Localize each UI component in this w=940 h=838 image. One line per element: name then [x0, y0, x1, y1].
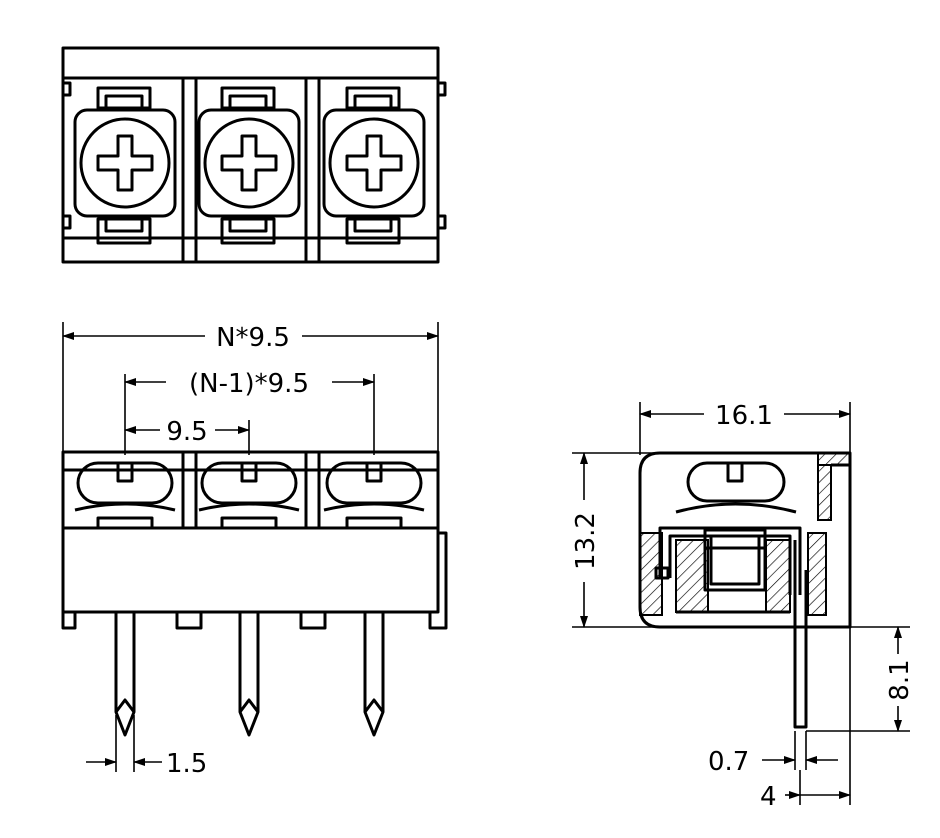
dim-total-width-label: N*9.5 [216, 323, 290, 353]
dim-span: (N-1)*9.5 [124, 369, 375, 455]
front-screw-2 [198, 461, 300, 530]
dim-pin-offset-label: 4 [760, 782, 777, 812]
dim-pin-length: 8.1 [806, 626, 915, 732]
front-screw-1 [74, 461, 176, 530]
dim-pitch-label: 9.5 [166, 417, 207, 447]
side-view: 16.1 13.2 8.1 0.7 [571, 401, 915, 812]
dim-total-width: N*9.5 [62, 322, 439, 452]
dim-pin-thickness: 0.7 [708, 731, 838, 777]
dim-pitch: 9.5 [124, 417, 250, 455]
top-screw-cell-2 [197, 86, 301, 245]
front-pin-2 [238, 612, 260, 737]
top-screw-cell-3 [322, 86, 426, 245]
dim-span-label: (N-1)*9.5 [189, 369, 309, 399]
dim-height: 13.2 [571, 452, 660, 628]
dim-depth: 16.1 [639, 401, 851, 455]
front-view: N*9.5 (N-1)*9.5 9.5 1.5 [61, 322, 448, 779]
dim-depth-label: 16.1 [715, 401, 773, 431]
dim-pin-offset: 4 [760, 627, 851, 812]
dim-pin-length-label: 8.1 [885, 659, 915, 700]
dim-height-label: 13.2 [571, 512, 601, 570]
dim-pin-width: 1.5 [86, 715, 207, 779]
front-pin-3 [363, 612, 385, 737]
front-pin-1 [114, 612, 136, 737]
front-screw-3 [323, 461, 425, 530]
dim-pin-thickness-label: 0.7 [708, 747, 749, 777]
dim-pin-width-label: 1.5 [166, 749, 207, 779]
top-screw-cell-1 [73, 86, 177, 245]
top-view [61, 46, 447, 264]
